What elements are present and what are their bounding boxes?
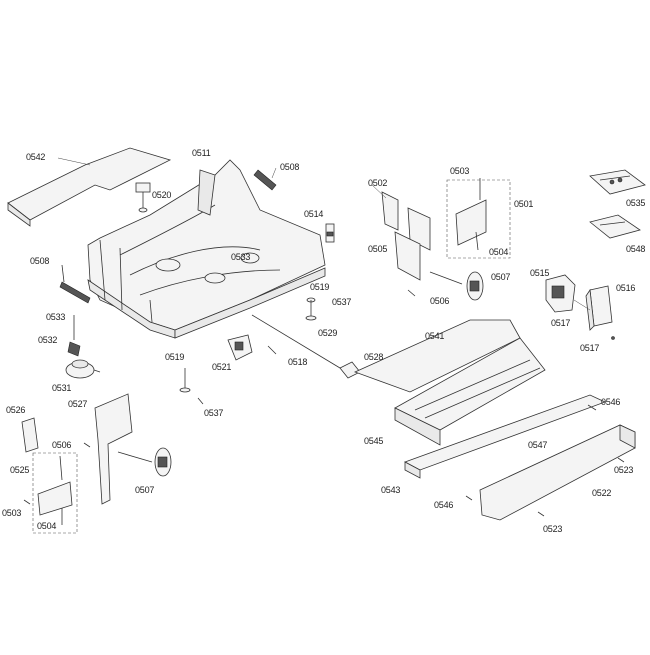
part-0543-bar xyxy=(404,394,607,479)
part-0506-screw-a xyxy=(407,289,416,297)
label-0527: 0527 xyxy=(68,399,88,409)
part-0511-base-tub xyxy=(87,159,326,339)
label-0529: 0529 xyxy=(318,328,338,338)
label-0542: 0542 xyxy=(26,152,46,162)
label-0505: 0505 xyxy=(368,244,388,254)
label-0526: 0526 xyxy=(6,405,26,415)
label-0546-right: 0546 xyxy=(601,397,621,407)
label-0547: 0547 xyxy=(528,440,548,450)
part-0529-rod xyxy=(251,314,341,369)
label-0532: 0532 xyxy=(38,335,58,345)
label-0514: 0514 xyxy=(304,209,324,219)
part-0514-clip xyxy=(325,223,335,243)
label-0543: 0543 xyxy=(381,485,401,495)
label-0523-right: 0523 xyxy=(614,465,634,475)
label-0503-top: 0503 xyxy=(450,166,470,176)
label-0531: 0531 xyxy=(52,383,72,393)
label-0548: 0548 xyxy=(626,244,646,254)
part-0521-valve xyxy=(227,334,253,361)
part-0528-cylinder xyxy=(339,361,361,379)
part-0520-bracket xyxy=(135,182,151,213)
label-0522: 0522 xyxy=(592,488,612,498)
label-0517-right: 0517 xyxy=(580,343,600,353)
label-0506-top: 0506 xyxy=(430,296,450,306)
part-0548-board xyxy=(589,214,641,239)
label-0511: 0511 xyxy=(192,148,211,158)
label-0507-bottom: 0507 xyxy=(135,485,155,495)
label-0528: 0528 xyxy=(364,352,384,362)
part-0501-group xyxy=(446,178,511,259)
label-0518: 0518 xyxy=(288,357,308,367)
label-0521: 0521 xyxy=(212,362,232,372)
label-0520: 0520 xyxy=(152,190,172,200)
label-0537-top: 0537 xyxy=(332,297,352,307)
part-0525-group xyxy=(32,452,78,534)
label-0545: 0545 xyxy=(364,436,384,446)
label-0525: 0525 xyxy=(10,465,30,475)
label-0523-bottom: 0523 xyxy=(543,524,563,534)
label-0519-top: 0519 xyxy=(310,282,330,292)
part-0519-screw-b xyxy=(179,368,204,405)
part-0515-housing xyxy=(545,274,576,313)
part-0527-bracket xyxy=(94,393,133,505)
part-0508-strip-left xyxy=(59,264,91,304)
label-0537-bottom: 0537 xyxy=(204,408,224,418)
label-0519-bottom: 0519 xyxy=(165,352,185,362)
label-0507-top: 0507 xyxy=(491,272,511,282)
part-0507-valve-a xyxy=(429,271,484,301)
label-0516: 0516 xyxy=(616,283,636,293)
label-0533-center: 0533 xyxy=(231,252,251,262)
part-0502-bracket xyxy=(371,184,431,281)
label-0506-bottom: 0506 xyxy=(52,440,72,450)
label-0504-top: 0504 xyxy=(489,247,509,257)
part-0541-panel xyxy=(353,319,521,393)
label-0541: 0541 xyxy=(425,331,445,341)
label-0533-left: 0533 xyxy=(46,312,66,322)
label-0517-left: 0517 xyxy=(551,318,571,328)
part-0531-pump xyxy=(65,359,101,379)
part-0526-cover xyxy=(21,417,39,453)
label-0515: 0515 xyxy=(530,268,550,278)
label-0504-bottom: 0504 xyxy=(37,521,57,531)
label-0501: 0501 xyxy=(514,199,534,209)
label-0508-top: 0508 xyxy=(280,162,300,172)
part-0532-wire xyxy=(67,315,81,357)
label-0503-bottom: 0503 xyxy=(2,508,22,518)
label-0508-left: 0508 xyxy=(30,256,50,266)
part-0519-screw-a xyxy=(305,297,317,321)
part-0545-tray xyxy=(394,337,546,446)
part-0542-cover-plate xyxy=(7,147,172,227)
part-0508-strip-top xyxy=(253,167,277,191)
part-0535-board xyxy=(589,169,646,195)
label-0502: 0502 xyxy=(368,178,388,188)
label-0546-bottom: 0546 xyxy=(434,500,454,510)
part-0518-screw xyxy=(267,345,277,355)
part-0516-cover xyxy=(585,285,613,331)
label-0535: 0535 xyxy=(626,198,646,208)
part-0507-valve-b xyxy=(117,447,172,477)
part-0522-front-panel xyxy=(479,424,636,521)
